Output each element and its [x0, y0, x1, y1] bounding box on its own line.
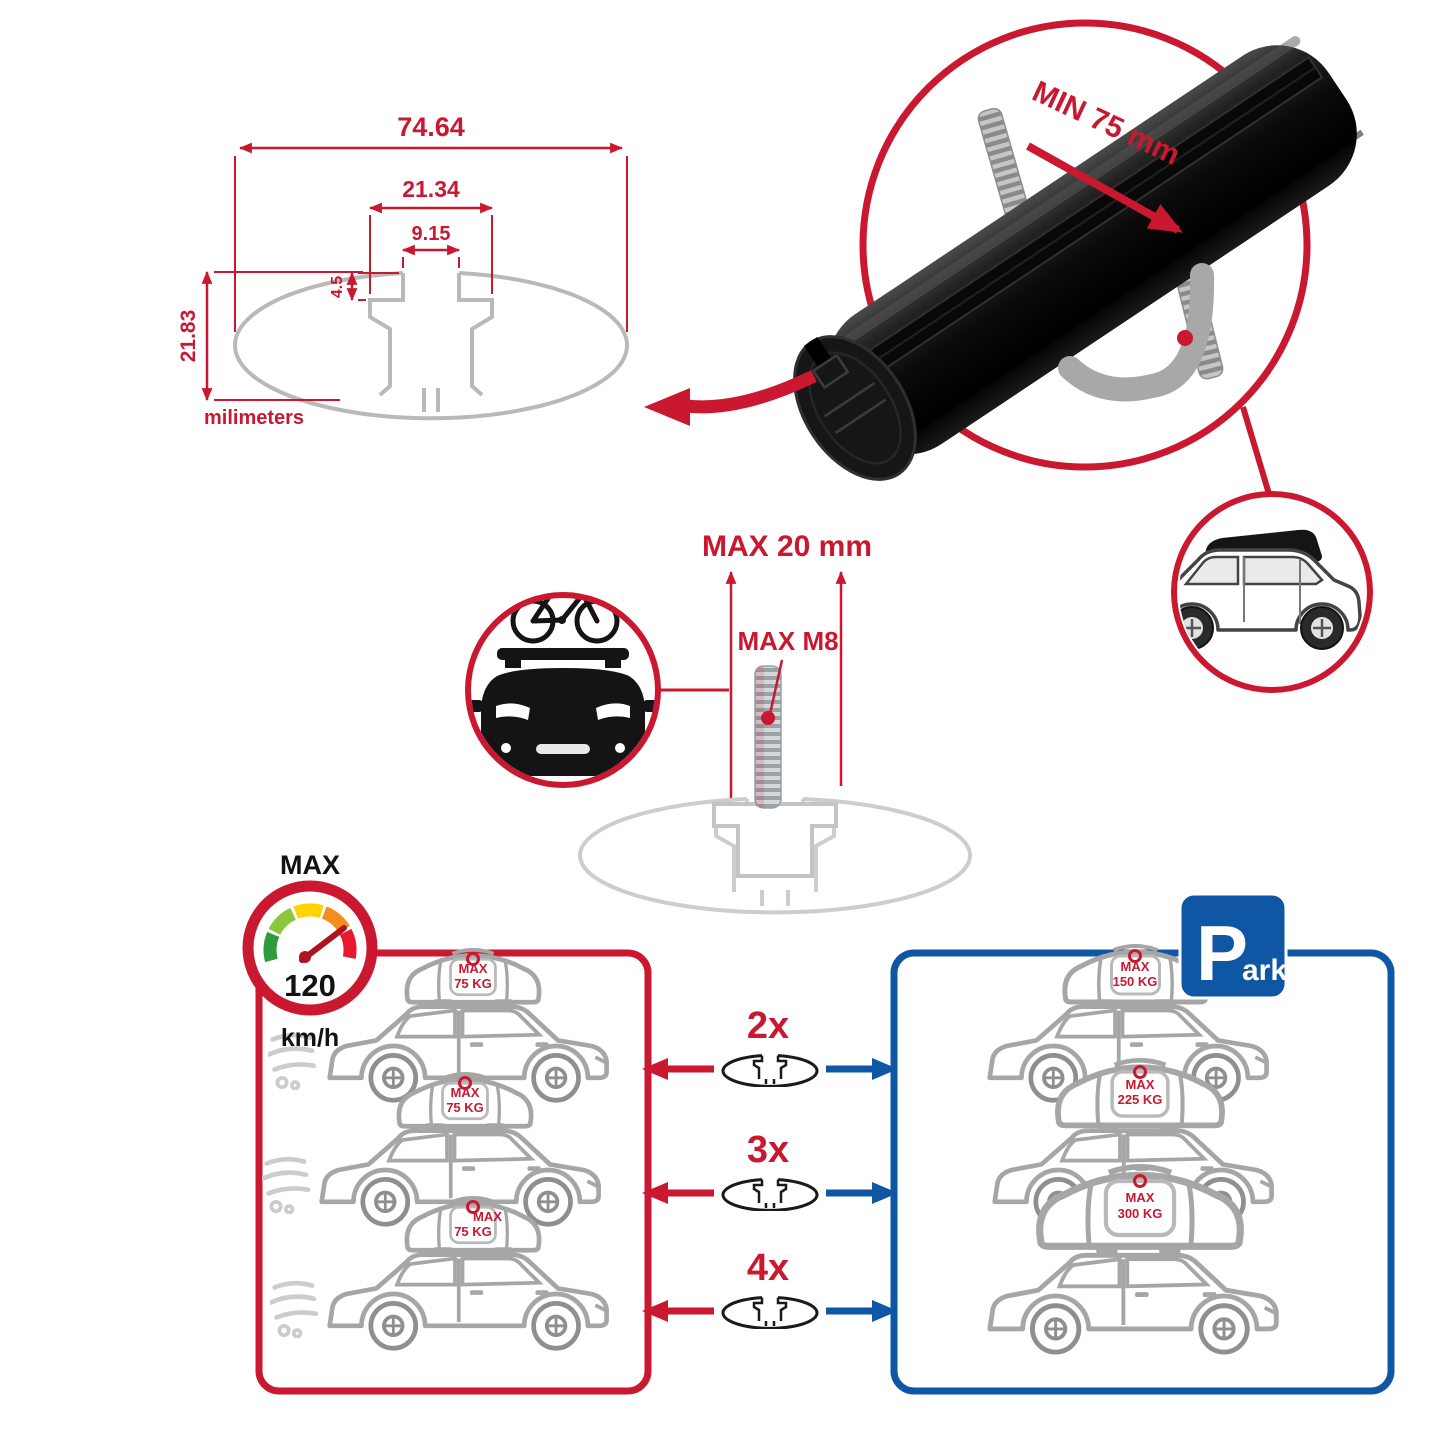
crossbar-image — [793, 35, 1364, 481]
faded-profile-slot — [714, 799, 836, 906]
blue-arrow-head — [872, 1058, 898, 1080]
t-nut-adapter — [712, 802, 838, 878]
cargo-label-weight: 150 KG — [1113, 974, 1158, 989]
cargo-label-weight: 75 KG — [454, 976, 492, 991]
gauge-segment-red — [339, 928, 357, 959]
cargo-label-max: MAX — [1126, 1190, 1155, 1205]
motion-lines — [271, 1283, 316, 1336]
speed-limit-gauge: MAX 120 km/h — [242, 850, 378, 1052]
red-arrow-head — [642, 1182, 668, 1204]
dim-slot-inner: 9.15 — [412, 223, 451, 245]
mounting-bolt — [754, 665, 782, 809]
cargo-label-max: MAX — [1126, 1077, 1155, 1092]
speed-value: 120 — [284, 968, 336, 1003]
bolt-max-thread-label: MAX M8 — [737, 626, 838, 656]
cargo-tag-handle — [466, 1200, 480, 1214]
gauge-segment-lime — [268, 907, 297, 936]
bolt-max-length-label: MAX 20 mm — [702, 530, 872, 563]
dim-slot-outer: 21.34 — [402, 176, 460, 202]
cargo-label-weight: 225 KG — [1118, 1092, 1163, 1107]
park-sign: P ark — [1178, 892, 1288, 1000]
blue-arrow-head — [872, 1182, 898, 1204]
headlight — [496, 703, 530, 720]
speed-max-label: MAX — [280, 850, 340, 880]
cargo-label-max: MAX — [459, 961, 488, 976]
dim-width-total: 74.64 — [397, 112, 465, 142]
units-label: milimeters — [204, 407, 304, 429]
multiplier-label: 4x — [747, 1247, 789, 1289]
car-driving-3 — [330, 1247, 607, 1348]
bolt-highlight — [755, 666, 764, 808]
park-sign-suffix: ark — [1242, 954, 1287, 987]
speed-unit: km/h — [281, 1024, 339, 1052]
car-parked-3 — [990, 1248, 1276, 1353]
blue-arrow-head — [872, 1300, 898, 1322]
multiplier-label: 3x — [747, 1129, 789, 1171]
suv-roofbox-illustration — [1179, 529, 1362, 650]
gauge-needle-pivot — [299, 951, 311, 963]
pointer-arrow-shaft — [685, 370, 817, 414]
gauge-segment-yellow — [293, 903, 324, 919]
pointer-arrow-head — [644, 388, 690, 426]
clamp-point-dot — [1177, 330, 1193, 346]
cargo-tag-handle — [1133, 1065, 1147, 1079]
cargo-label-max: MAX — [1121, 959, 1150, 974]
grille — [536, 744, 590, 754]
cargo-label-max: MAX — [451, 1085, 480, 1100]
cargo-label-weight: 300 KG — [1118, 1206, 1163, 1221]
dim-step: 4.5 — [329, 276, 346, 298]
crossbar-profile-icon — [721, 1296, 819, 1329]
profile-ellipse — [233, 271, 629, 421]
red-arrow-head — [642, 1300, 668, 1322]
thread-leader-line — [768, 659, 784, 715]
park-sign-letter: P — [1196, 909, 1248, 997]
u-bolt-bottom-loop — [1058, 263, 1215, 402]
load-panels-section: MAX 75 KG MAX 75 KG MAX 75 KG MAX 150 KG… — [255, 892, 1395, 1395]
bolt-spec-section: MAX 20 mm MAX M8 — [465, 530, 972, 915]
crossbar-profile-icon — [721, 1054, 819, 1087]
cargo-label-weight: 75 KG — [446, 1100, 484, 1115]
gauge-segment-green — [263, 931, 280, 963]
cargo-tag-handle — [1133, 1174, 1147, 1188]
roof-rack-bar — [497, 648, 629, 660]
profile-t-slot — [368, 273, 494, 412]
crossbar-profile-drawing: 74.64 21.34 9.15 4.5 21.83 milimeters — [177, 112, 629, 429]
dim-height-total: 21.83 — [177, 310, 200, 363]
faded-profile-ellipse — [578, 797, 972, 915]
crossbar-detail-section: MIN 75 mm — [644, 19, 1373, 693]
cargo-tag-handle — [458, 1076, 472, 1090]
car-front-body — [481, 668, 645, 776]
bubble-connector-line — [1240, 406, 1272, 495]
cargo-label-weight: 75 KG — [454, 1224, 492, 1239]
cargo-tag-handle — [1128, 949, 1142, 963]
thread-point-dot — [761, 711, 775, 725]
multiplier-label: 2x — [747, 1005, 789, 1047]
zoom-circle — [859, 19, 1311, 471]
cargo-tag-handle — [466, 952, 480, 966]
red-arrow-head — [642, 1058, 668, 1080]
cargo-label-max: MAX — [473, 1209, 502, 1224]
motion-lines — [263, 1159, 308, 1212]
headlight — [596, 703, 630, 720]
crossbar-profile-icon — [721, 1178, 819, 1211]
min-span-arrow — [1026, 142, 1183, 234]
